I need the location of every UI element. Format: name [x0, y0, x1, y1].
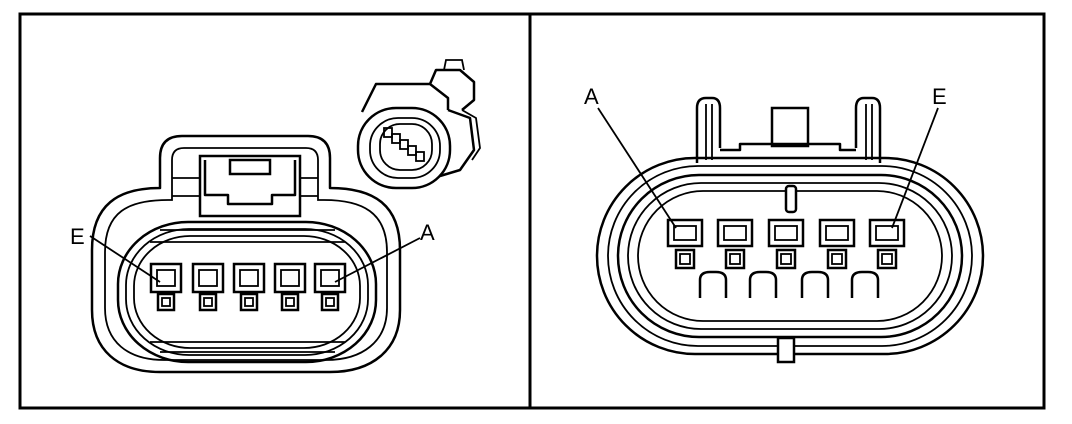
left-pin: [191, 262, 225, 312]
right-leader-e: [891, 107, 939, 229]
right-pin: [868, 218, 906, 270]
left-pin: [313, 262, 347, 312]
right-panel-frame: [528, 12, 1046, 410]
right-label-a: A: [584, 84, 599, 109]
right-leader-a: [597, 107, 677, 229]
right-pin: [818, 218, 856, 270]
left-leader-e: [89, 235, 161, 283]
left-label-e: E: [70, 224, 85, 249]
left-pin: [149, 262, 183, 312]
right-pin: [666, 218, 704, 270]
right-pin-row: [666, 218, 906, 270]
left-pin-row: [149, 262, 347, 312]
connector-3d-pins: [383, 127, 425, 162]
left-pin: [273, 262, 307, 312]
left-connector-face: E A: [70, 134, 435, 374]
right-pin: [767, 218, 805, 270]
connector-3d-illustration: [356, 59, 481, 190]
left-label-a: A: [420, 220, 435, 245]
left-leader-a: [334, 237, 421, 283]
right-connector-face: A E: [584, 84, 985, 364]
left-pin: [232, 262, 266, 312]
right-label-e: E: [932, 84, 947, 109]
right-keying-bumps: [698, 270, 880, 298]
right-pin: [716, 218, 754, 270]
